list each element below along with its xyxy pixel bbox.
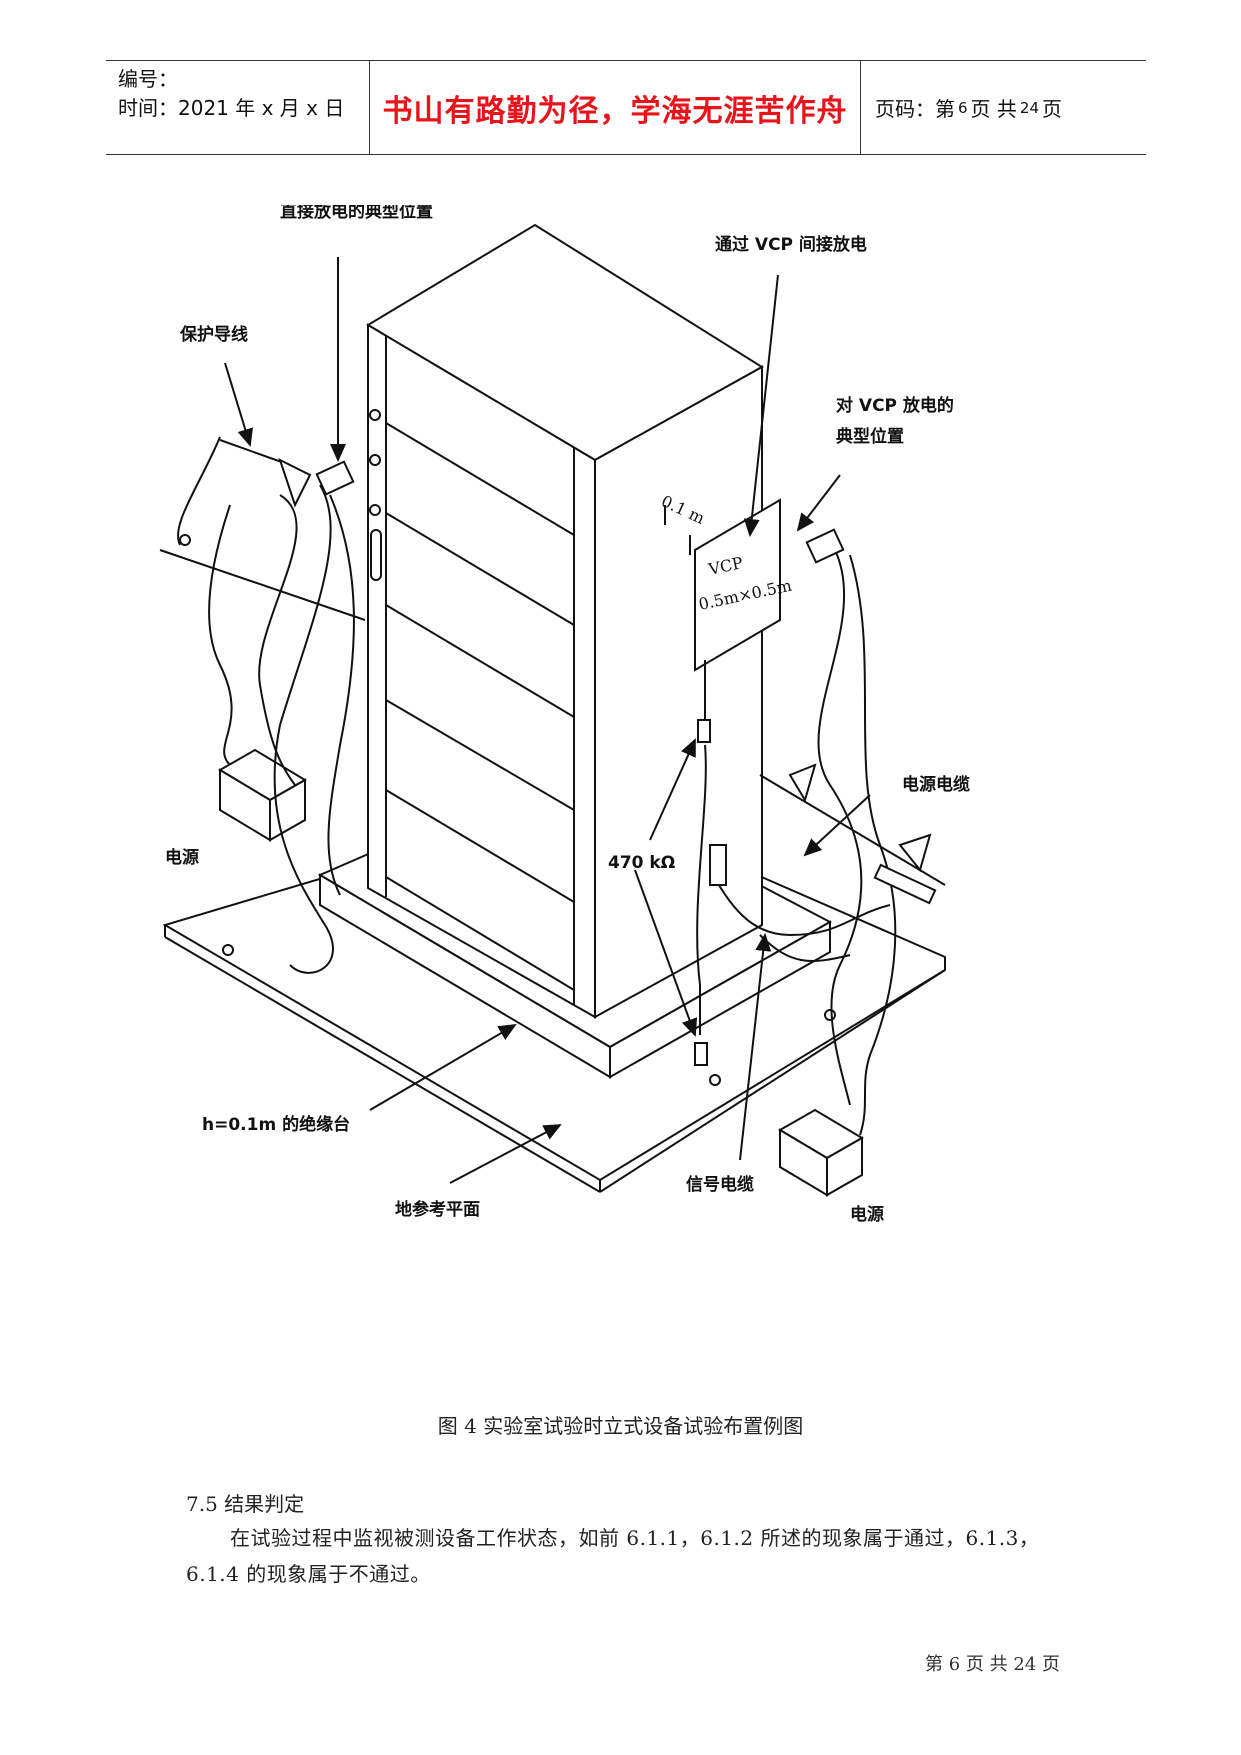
page-prefix: 页码：第 (875, 97, 955, 121)
page-header: 编号： 时间：2021 年 x 月 x 日 书山有路勤为径，学海无涯苦作舟 页码… (106, 60, 1146, 155)
label-insulating-table: h=0.1m 的绝缘台 (202, 1114, 350, 1135)
page-number: 6 (958, 98, 968, 117)
label-ground-plane: 地参考平面 (395, 1199, 480, 1220)
number-label: 编号： (118, 67, 178, 91)
page-footer: 第 6 页 共 24 页 (925, 1654, 1060, 1675)
label-resistor: 470 kΩ (608, 853, 675, 873)
page-suffix: 页 (1042, 97, 1062, 121)
time-label: 时间：2021 年 x 月 x 日 (118, 96, 345, 120)
label-vcp-typical-2: 典型位置 (836, 426, 904, 447)
label-vcp-indirect: 通过 VCP 间接放电 (715, 234, 867, 255)
label-direct-discharge: 直接放电的典型位置 (280, 205, 433, 222)
label-signal-cable: 信号电缆 (686, 1174, 754, 1195)
test-setup-drawing: 直接放电的典型位置 保护导线 通过 VCP 间接放电 对 VCP 放电的 典型位… (159, 205, 970, 1225)
page-indicator: 页码：第 6 页 共 24 页 (861, 61, 1146, 154)
section-title: 7.5 结果判定 (186, 1492, 305, 1516)
cabinet-side (594, 365, 763, 1019)
label-protective-wire: 保护导线 (179, 324, 248, 345)
label-power-cable: 电源电缆 (902, 774, 970, 795)
page-mid: 页 共 (970, 97, 1017, 121)
label-power-right: 电源 (850, 1204, 884, 1225)
section-paragraph: 在试验过程中监视被测设备工作状态，如前 6.1.1，6.1.2 所述的现象属于通… (186, 1526, 1040, 1586)
motto: 书山有路勤为径，学海无涯苦作舟 (370, 61, 861, 154)
page-total: 24 (1019, 98, 1039, 117)
test-setup-figure: 直接放电的典型位置 保护导线 通过 VCP 间接放电 对 VCP 放电的 典型位… (150, 205, 1080, 1375)
label-power-left: 电源 (165, 847, 199, 868)
label-vcp-typical-1: 对 VCP 放电的 (836, 395, 954, 416)
header-meta: 编号： 时间：2021 年 x 月 x 日 (106, 61, 370, 154)
figure-caption: 图 4 实验室试验时立式设备试验布置例图 (437, 1414, 804, 1438)
